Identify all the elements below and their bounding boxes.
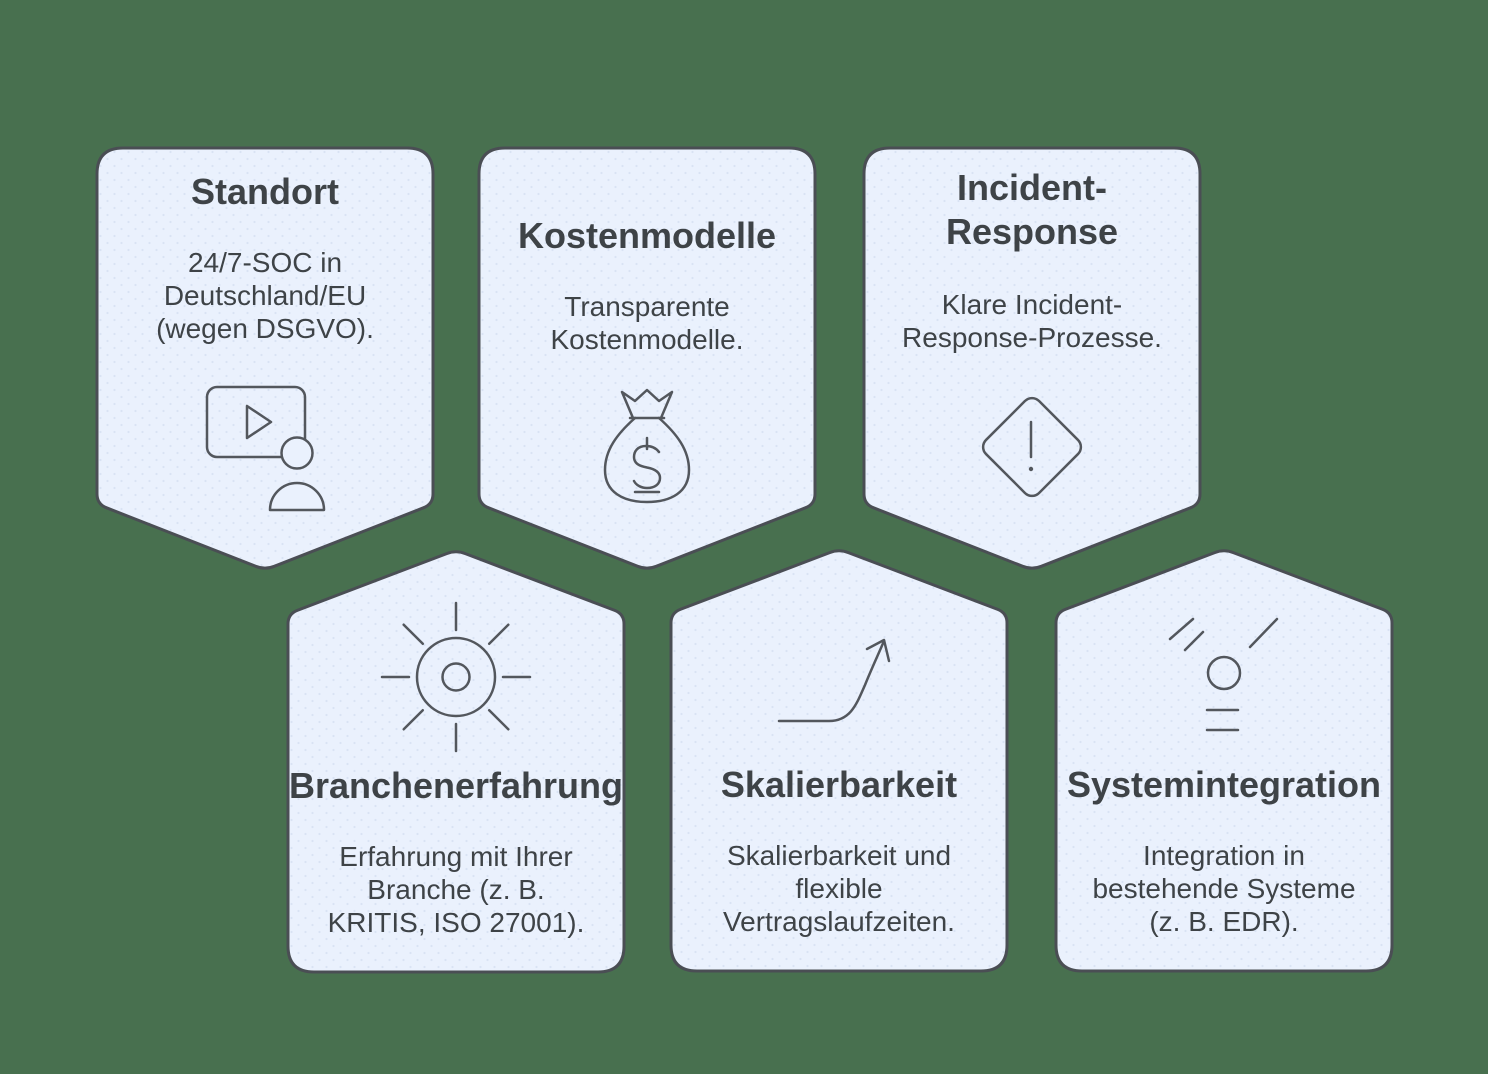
card-body: Skalierbarkeit und flexible Vertragslauf… [723, 840, 955, 937]
card-title: Systemintegration [1066, 764, 1382, 805]
card-standort: Standort 24/7-SOC in Deutschland/EU (weg… [95, 146, 435, 570]
card-title: Branchenerfahrung [288, 765, 624, 806]
card-incident-response: Incident- Response Klare Incident- Respo… [862, 146, 1202, 570]
card-body: Transparente Kostenmodelle. [550, 291, 744, 355]
banner-shape-up [669, 549, 1009, 973]
card-body: Klare Incident- Response-Prozesse. [902, 289, 1162, 353]
card-kostenmodelle: Kostenmodelle Transparente Kostenmodelle… [477, 146, 817, 570]
banner-shape-up [1054, 549, 1394, 973]
integration-icon [1168, 617, 1279, 732]
card-title: Standort [191, 171, 339, 212]
banner-shape-up [286, 550, 626, 974]
money-bag-icon [597, 388, 697, 506]
card-systemintegration: Systemintegration Integration in bestehe… [1054, 549, 1394, 973]
video-player-person-icon [205, 385, 326, 512]
banner-shape-down [477, 146, 817, 570]
card-title: Kostenmodelle [517, 215, 777, 256]
growth-arrow-icon [777, 631, 899, 726]
card-body: 24/7-SOC in Deutschland/EU (wegen DSGVO)… [156, 247, 374, 344]
card-title: Incident- Response [945, 167, 1119, 252]
card-title: Skalierbarkeit [720, 764, 958, 805]
banner-shape-down [95, 146, 435, 570]
sun-gear-icon [380, 601, 532, 753]
card-body: Integration in bestehende Systeme (z. B.… [1092, 840, 1356, 937]
card-skalierbarkeit: Skalierbarkeit Skalierbarkeit und flexib… [669, 549, 1009, 973]
card-body: Erfahrung mit Ihrer Branche (z. B. KRITI… [327, 841, 585, 938]
card-branchenerfahrung: Branchenerfahrung Erfahrung mit Ihrer Br… [286, 550, 626, 974]
alert-diamond-icon [977, 392, 1087, 502]
banner-shape-down [862, 146, 1202, 570]
